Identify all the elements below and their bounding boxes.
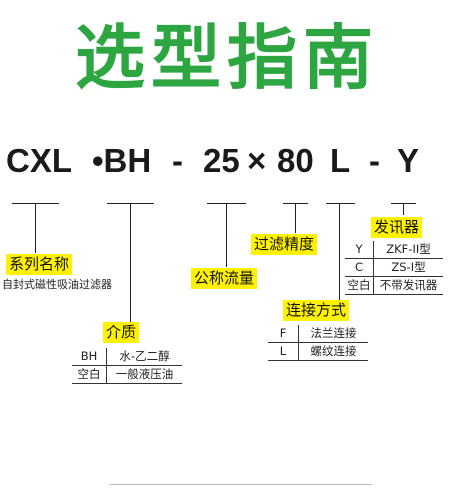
table-row: BH 水-乙二醇 <box>72 348 182 366</box>
option-value: 法兰连接 <box>298 325 368 343</box>
option-key: F <box>268 325 299 343</box>
option-key: 空白 <box>72 365 107 384</box>
series-description: 自封式磁性吸油过滤器 <box>2 278 112 291</box>
table-row: 空白 一般液压油 <box>72 365 182 384</box>
bracket-flow-v <box>226 203 227 267</box>
table-row: Y ZKF-II型 <box>345 241 443 259</box>
option-value: 螺纹连接 <box>298 342 368 361</box>
code-flow: 25 <box>203 142 240 179</box>
label-series: 系列名称 <box>6 254 73 275</box>
option-value: 不带发讯器 <box>373 276 443 295</box>
table-row: L 螺纹连接 <box>268 342 368 361</box>
bracket-connection-v <box>339 203 340 300</box>
code-signal: Y <box>397 142 420 179</box>
bottom-divider <box>110 484 372 485</box>
medium-options-table: BH 水-乙二醇 空白 一般液压油 <box>72 348 182 384</box>
label-precision: 过滤精度 <box>251 234 318 255</box>
label-connection: 连接方式 <box>283 300 350 321</box>
bracket-medium-v <box>130 203 131 323</box>
option-value: ZKF-II型 <box>373 241 443 259</box>
page-title: 选型指南 <box>75 17 379 99</box>
code-connection: L <box>330 142 351 179</box>
option-key: Y <box>345 241 374 259</box>
option-key: 空白 <box>345 276 374 295</box>
code-medium: •BH <box>92 142 152 179</box>
bracket-series-v <box>35 203 36 253</box>
option-key: BH <box>72 348 107 366</box>
bracket-connection-h <box>326 203 355 204</box>
option-value: ZS-I型 <box>373 258 443 277</box>
option-value: 一般液压油 <box>106 365 182 384</box>
label-flow: 公称流量 <box>191 268 258 289</box>
table-row: 空白 不带发讯器 <box>345 276 443 295</box>
connection-options-table: F 法兰连接 L 螺纹连接 <box>268 325 368 361</box>
code-series: CXL <box>6 142 72 179</box>
option-key: L <box>268 342 299 361</box>
signal-options-table: Y ZKF-II型 C ZS-I型 空白 不带发讯器 <box>345 241 443 295</box>
bracket-precision-v <box>295 203 296 233</box>
bracket-signal-v <box>403 203 404 215</box>
label-signal: 发讯器 <box>371 217 423 238</box>
option-key: C <box>345 258 374 277</box>
option-value: 水-乙二醇 <box>106 348 182 366</box>
table-row: C ZS-I型 <box>345 258 443 277</box>
code-dash-2: - <box>369 142 380 179</box>
label-medium: 介质 <box>103 322 140 343</box>
code-precision: 80 <box>277 142 314 179</box>
code-dash-1: - <box>172 142 183 179</box>
table-row: F 法兰连接 <box>268 325 368 343</box>
code-times: × <box>247 142 267 179</box>
